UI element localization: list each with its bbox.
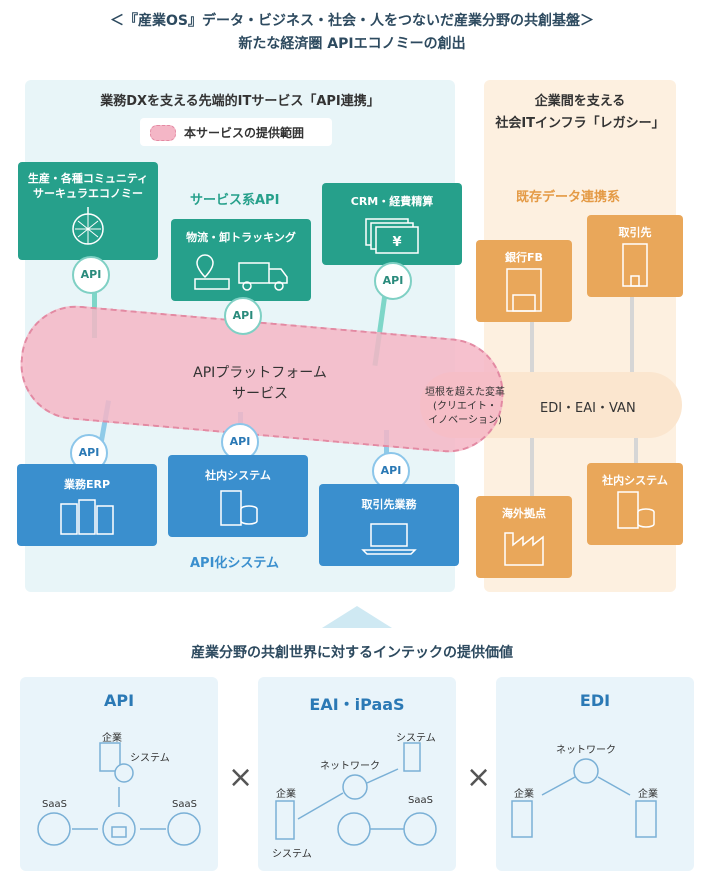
svg-text:¥: ¥ bbox=[392, 235, 401, 250]
legacy-overseas-label: 海外拠点 bbox=[502, 507, 546, 520]
card-label: 企業 bbox=[638, 789, 658, 800]
legacy-bank-label: 銀行FB bbox=[505, 251, 543, 264]
legacy-partner: 取引先 bbox=[587, 215, 683, 297]
left-panel-title: 業務DXを支える先端的ITサービス「API連携」 bbox=[100, 94, 380, 109]
api-badge: API bbox=[72, 256, 110, 294]
card-title: API bbox=[103, 691, 135, 710]
service-api-label: サービス系API bbox=[190, 193, 280, 208]
legacy-overseas: 海外拠点 bbox=[476, 496, 572, 578]
system-erp: 業務ERP bbox=[17, 464, 157, 546]
system-internal: 社内システム bbox=[168, 455, 308, 537]
header-line1: ＜『産業OS』データ・ビジネス・社会・人をつないだ産業分野の共創基盤＞ bbox=[110, 13, 594, 29]
bottom-heading: 産業分野の共創世界に対するインテックの提供価値 bbox=[191, 645, 513, 661]
transform-text: 垣根を超えた変革 (クリエイト・ イノベーション) bbox=[420, 386, 510, 428]
api-badge: API bbox=[372, 452, 410, 490]
card-label: 企業 bbox=[276, 789, 296, 800]
api-badge: API bbox=[224, 297, 262, 335]
transform-line: 垣根を超えた変革 bbox=[425, 387, 505, 398]
system-trade-label: 取引先業務 bbox=[361, 498, 417, 511]
card-eai: EAI・iPaaS システム ネットワーク 企業 SaaS システム bbox=[258, 677, 456, 871]
api-system-label: API化システム bbox=[190, 556, 280, 571]
card-label: SaaS bbox=[42, 799, 67, 810]
legend-label: 本サービスの提供範囲 bbox=[184, 126, 305, 140]
card-label: SaaS bbox=[408, 795, 433, 806]
legacy-subtitle: 既存データ連携系 bbox=[516, 190, 621, 205]
bill-icon: ¥ bbox=[365, 218, 419, 254]
legacy-bank: 銀行FB bbox=[476, 240, 572, 322]
edi-hub-label: EDI・EAI・VAN bbox=[540, 401, 636, 416]
card-label: システム bbox=[130, 753, 170, 764]
transform-line: (クリエイト・ bbox=[433, 401, 497, 412]
connector-line bbox=[630, 296, 634, 376]
api-badge: API bbox=[221, 423, 259, 461]
card-label: システム bbox=[272, 849, 312, 860]
office-icon bbox=[622, 243, 648, 287]
system-erp-label: 業務ERP bbox=[63, 478, 111, 491]
times-sign: × bbox=[228, 760, 254, 795]
card-label: ネットワーク bbox=[320, 761, 380, 772]
legend-swatch bbox=[150, 125, 176, 141]
service-logistics-label: 物流・卸トラッキング bbox=[186, 231, 296, 244]
card-api: API 企業 システム SaaS SaaS bbox=[20, 677, 218, 871]
service-community-label: サーキュラエコノミー bbox=[33, 187, 143, 200]
service-community-label: 生産・各種コミュニティ bbox=[27, 172, 149, 185]
server-icon bbox=[617, 491, 655, 529]
platform-label-2: サービス bbox=[232, 386, 288, 402]
connector-line bbox=[530, 428, 534, 498]
service-crm: CRM・経費精算 ¥ bbox=[322, 183, 462, 265]
card-label: ネットワーク bbox=[556, 745, 616, 756]
card-label: SaaS bbox=[172, 799, 197, 810]
building-icon bbox=[60, 499, 114, 535]
card-edi: EDI ネットワーク 企業 企業 bbox=[496, 677, 694, 871]
system-internal-label: 社内システム bbox=[205, 469, 271, 482]
card-label: 企業 bbox=[514, 789, 534, 800]
truck-icon bbox=[194, 254, 288, 291]
server-icon bbox=[220, 490, 258, 526]
card-title: EAI・iPaaS bbox=[309, 695, 405, 714]
card-label: 企業 bbox=[102, 733, 122, 744]
sphere-icon bbox=[72, 207, 104, 245]
up-arrow-icon bbox=[322, 606, 392, 628]
platform-label-1: APIプラットフォーム bbox=[193, 365, 327, 381]
api-badge: API bbox=[374, 262, 412, 300]
system-trade: 取引先業務 bbox=[319, 484, 459, 566]
connector-line bbox=[634, 428, 638, 468]
card-label: システム bbox=[396, 733, 436, 744]
edi-card-diagram bbox=[511, 758, 657, 838]
connector-line bbox=[92, 258, 97, 338]
connector-line bbox=[530, 318, 534, 378]
right-panel-title-1: 企業間を支える bbox=[534, 94, 626, 109]
service-logistics: 物流・卸トラッキング bbox=[171, 219, 311, 301]
legacy-internal: 社内システム bbox=[587, 463, 683, 545]
card-title: EDI bbox=[579, 691, 611, 710]
legend: 本サービスの提供範囲 bbox=[140, 118, 332, 146]
laptop-icon bbox=[361, 523, 417, 555]
header-line2: 新たな経済圏 APIエコノミーの創出 bbox=[238, 36, 466, 52]
bank-icon bbox=[506, 268, 542, 312]
eai-card-diagram bbox=[275, 742, 437, 846]
transform-line: イノベーション) bbox=[428, 415, 502, 426]
times-sign: × bbox=[466, 760, 492, 795]
service-community: 生産・各種コミュニティ サーキュラエコノミー bbox=[18, 162, 158, 260]
api-card-diagram bbox=[37, 742, 201, 846]
right-panel-title-2: 社会ITインフラ「レガシー」 bbox=[495, 116, 665, 131]
factory-icon bbox=[504, 532, 544, 566]
legacy-partner-label: 取引先 bbox=[618, 226, 652, 239]
service-crm-label: CRM・経費精算 bbox=[350, 195, 434, 208]
legacy-internal-label: 社内システム bbox=[602, 474, 668, 487]
